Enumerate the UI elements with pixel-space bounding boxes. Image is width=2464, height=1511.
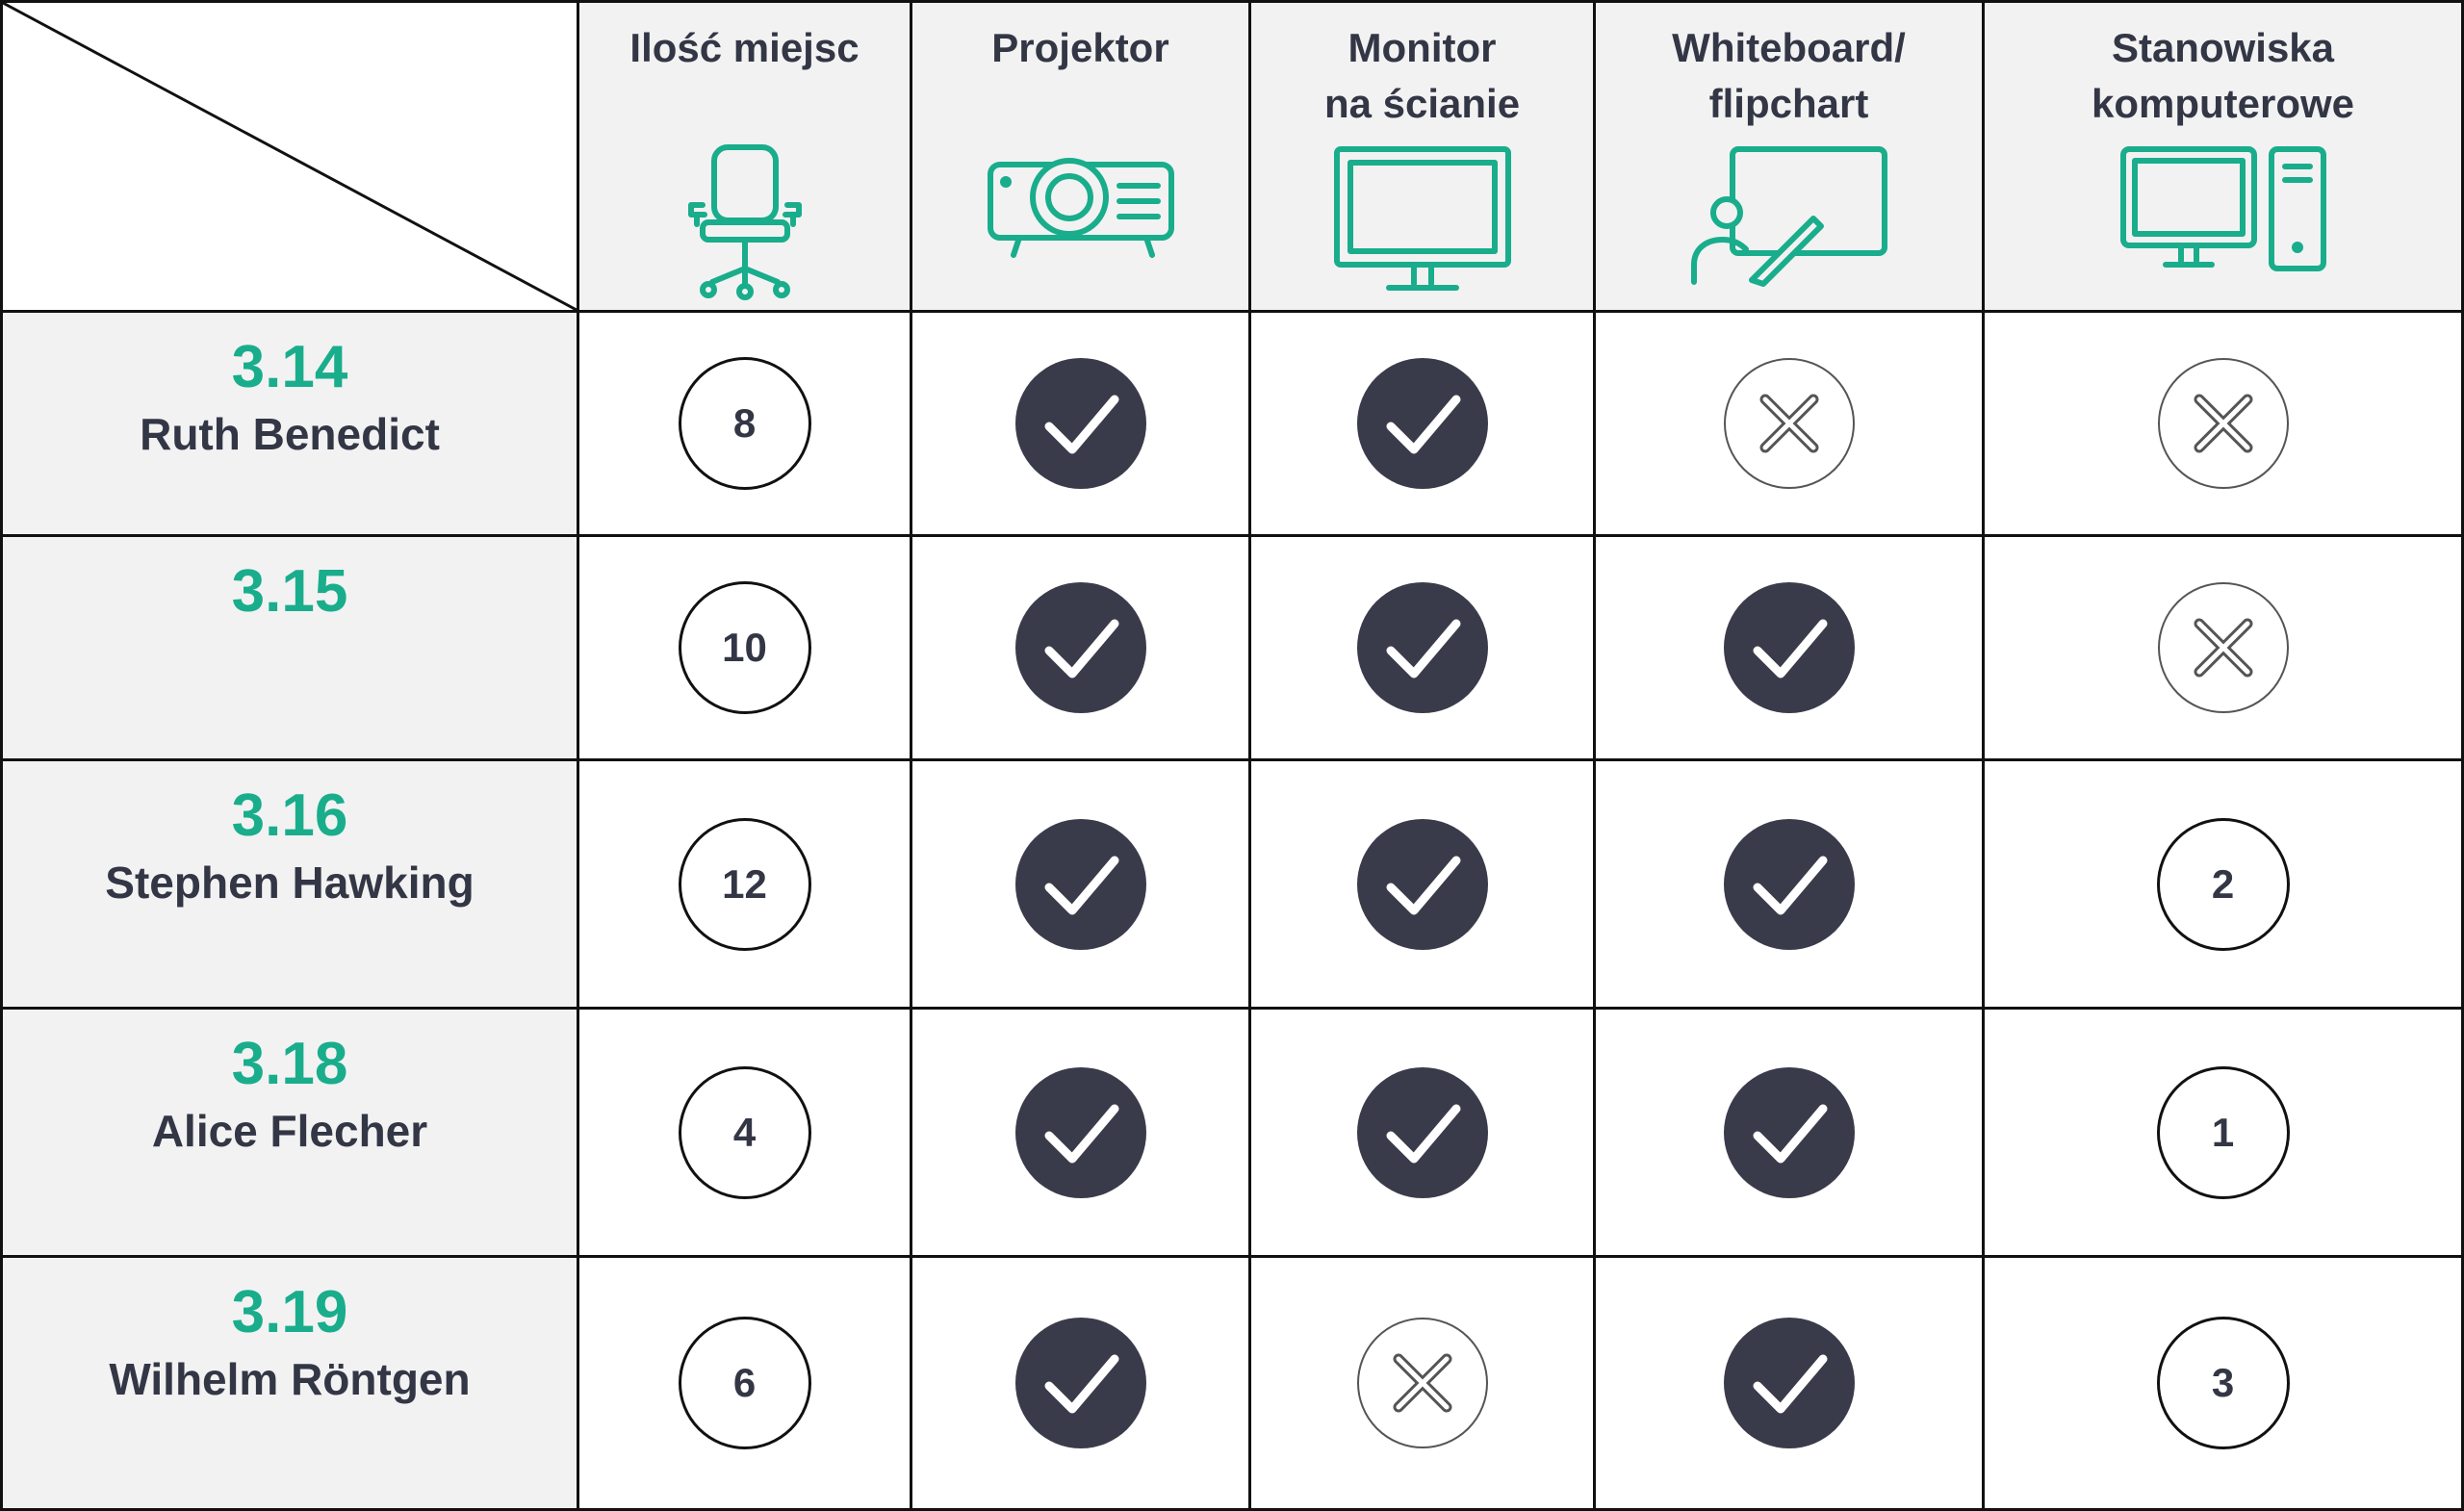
cell-seats: 10 xyxy=(579,537,912,761)
check-icon xyxy=(1356,818,1488,950)
projector-icon xyxy=(985,143,1177,264)
cell-whiteboard xyxy=(1596,761,1985,1010)
check-icon xyxy=(1014,358,1146,489)
header-label: Stanowiska komputerowe xyxy=(2091,25,2355,126)
header-projector: Projektor xyxy=(912,0,1251,313)
check-icon xyxy=(1014,582,1146,713)
count-badge: 12 xyxy=(678,817,811,951)
check-icon xyxy=(1723,818,1855,950)
count-badge: 10 xyxy=(678,581,811,714)
check-icon xyxy=(1356,582,1488,713)
check-icon xyxy=(1356,1066,1488,1198)
header-label: Whiteboard/ flipchart xyxy=(1672,25,1906,126)
cell-workstations xyxy=(1985,537,2464,761)
header-label: Projektor xyxy=(991,25,1169,70)
count-badge: 6 xyxy=(678,1317,811,1449)
cell-workstations: 1 xyxy=(1985,1010,2464,1258)
room-number: 3.16 xyxy=(231,782,348,849)
cell-whiteboard xyxy=(1596,1258,1985,1511)
cell-seats: 4 xyxy=(579,1010,912,1258)
cross-icon xyxy=(1723,358,1855,489)
count-badge: 8 xyxy=(678,357,811,490)
whiteboard-presenter-icon xyxy=(1688,143,1890,293)
cell-seats: 12 xyxy=(579,761,912,1010)
corner-cell xyxy=(0,0,579,313)
room-number: 3.14 xyxy=(231,334,348,400)
cell-wall_monitor xyxy=(1251,1010,1596,1258)
cell-workstations xyxy=(1985,313,2464,537)
check-icon xyxy=(1014,818,1146,950)
header-workstations: Stanowiska komputerowe xyxy=(1985,0,2464,313)
check-icon xyxy=(1723,582,1855,713)
count-badge: 1 xyxy=(2156,1065,2290,1199)
header-whiteboard: Whiteboard/ flipchart xyxy=(1596,0,1985,313)
cell-seats: 8 xyxy=(579,313,912,537)
header-wall_monitor: Monitor na ścianie xyxy=(1251,0,1596,313)
cell-workstations: 3 xyxy=(1985,1258,2464,1511)
room-number: 3.15 xyxy=(231,558,348,625)
cell-workstations: 2 xyxy=(1985,761,2464,1010)
room-number: 3.19 xyxy=(231,1279,348,1345)
cross-icon xyxy=(1356,1318,1488,1448)
cell-projector xyxy=(912,313,1251,537)
cell-projector xyxy=(912,1010,1251,1258)
cross-icon xyxy=(2157,582,2289,713)
count-badge: 4 xyxy=(678,1065,811,1199)
room-name: Stephen Hawking xyxy=(105,858,475,908)
cell-wall_monitor xyxy=(1251,537,1596,761)
cell-seats: 6 xyxy=(579,1258,912,1511)
cell-whiteboard xyxy=(1596,313,1985,537)
header-label: Ilość miejsc xyxy=(629,25,860,70)
check-icon xyxy=(1014,1066,1146,1198)
room-cell: 3.15 xyxy=(0,537,579,761)
cell-wall_monitor xyxy=(1251,313,1596,537)
count-badge: 2 xyxy=(2156,817,2290,951)
room-name: Wilhelm Röntgen xyxy=(109,1354,471,1404)
header-label: Monitor na ścianie xyxy=(1323,25,1521,126)
cell-projector xyxy=(912,761,1251,1010)
check-icon xyxy=(1723,1066,1855,1198)
cell-whiteboard xyxy=(1596,537,1985,761)
check-icon xyxy=(1014,1318,1146,1448)
cell-projector xyxy=(912,1258,1251,1511)
room-name: Ruth Benedict xyxy=(140,409,440,459)
cross-icon xyxy=(2157,358,2289,489)
desktop-computer-icon xyxy=(2118,143,2329,279)
check-icon xyxy=(1356,358,1488,489)
cell-wall_monitor xyxy=(1251,1258,1596,1511)
cell-projector xyxy=(912,537,1251,761)
cell-wall_monitor xyxy=(1251,761,1596,1010)
count-badge: 3 xyxy=(2156,1317,2290,1449)
room-number: 3.18 xyxy=(231,1031,348,1097)
diagonal-divider xyxy=(3,3,577,310)
office-chair-icon xyxy=(678,141,812,310)
cell-whiteboard xyxy=(1596,1010,1985,1258)
check-icon xyxy=(1723,1318,1855,1448)
header-seats: Ilość miejsc xyxy=(579,0,912,313)
room-name: Alice Flecher xyxy=(151,1106,428,1156)
monitor-icon xyxy=(1331,143,1514,302)
